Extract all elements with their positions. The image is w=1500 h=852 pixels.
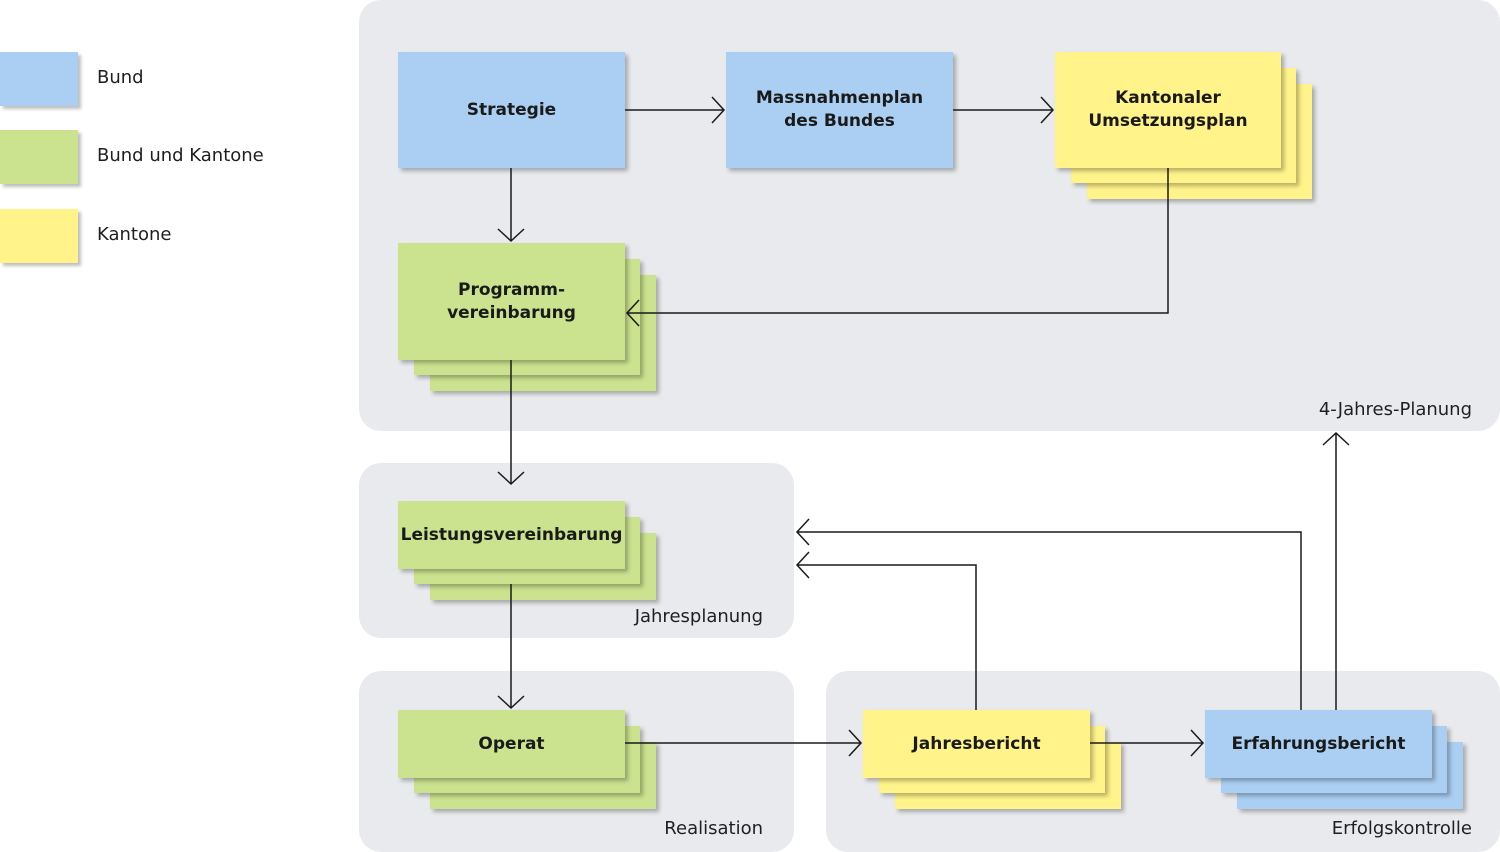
box-programmvereinbarung-line1: Programm- [457,279,566,300]
box-umsetzungsplan-line1: Kantonaler [1115,88,1221,108]
panel-label-erfolgskontrolle: Erfolgskontrolle [1331,818,1472,839]
box-leistungsvereinbarung: Leistungsvereinbarung [398,501,625,569]
arrow-strategie-to-massnahmenplan [625,96,726,124]
box-operat-label: Operat [478,733,545,754]
legend-label-bund-und-kantone: Bund und Kantone [97,145,264,166]
legend-swatch-bund-und-kantone [0,130,78,184]
arrow-erfahrungsbericht-to-4-jahres-planung [1322,431,1350,710]
arrow-umsetzungsplan-to-programmvereinbarung [625,168,1169,327]
panel-label-realisation: Realisation [664,818,763,839]
box-programmvereinbarung-line2: vereinbarung [447,302,576,323]
box-programmvereinbarung: Programm- vereinbarung [398,243,625,360]
arrow-erfahrungsbericht-to-jahresplanung [795,518,1302,710]
box-erfahrungsbericht-label: Erfahrungsbericht [1231,733,1406,754]
arrow-leistungsvereinbarung-to-operat [497,584,525,710]
box-erfahrungsbericht: Erfahrungsbericht [1205,710,1432,778]
legend-swatch-bund [0,52,78,106]
arrow-massnahmenplan-to-umsetzungsplan [953,96,1055,124]
legend-label-kantone: Kantone [97,224,172,245]
arrow-programmvereinbarung-to-leistungsvereinbarung [497,360,525,486]
legend-swatch-kantone [0,209,78,263]
box-strategie-label: Strategie [466,99,557,120]
arrow-operat-to-jahresbericht [625,729,863,757]
box-umsetzungsplan: Kantonaler Umsetzungsplan [1055,52,1281,168]
box-strategie: Strategie [398,52,625,168]
panel-label-jahresplanung: Jahresplanung [634,606,763,627]
arrow-strategie-to-programmvereinbarung [497,168,525,243]
box-operat: Operat [398,710,625,778]
box-massnahmenplan: Massnahmenplan des Bundes [726,52,953,168]
box-massnahmenplan-line1: Massnahmenplan [755,88,924,108]
box-jahresbericht-label: Jahresbericht [912,733,1041,754]
box-jahresbericht: Jahresbericht [863,710,1090,778]
legend-label-bund: Bund [97,67,144,88]
box-leistungsvereinbarung-label: Leistungsvereinbarung [400,524,623,545]
arrow-jahresbericht-to-jahresplanung [795,551,977,710]
box-umsetzungsplan-line2: Umsetzungsplan [1088,111,1248,131]
arrow-jahresbericht-to-erfahrungsbericht [1090,729,1205,757]
box-massnahmenplan-line2: des Bundes [784,111,895,131]
panel-label-4-jahres-planung: 4-Jahres-Planung [1318,399,1472,420]
